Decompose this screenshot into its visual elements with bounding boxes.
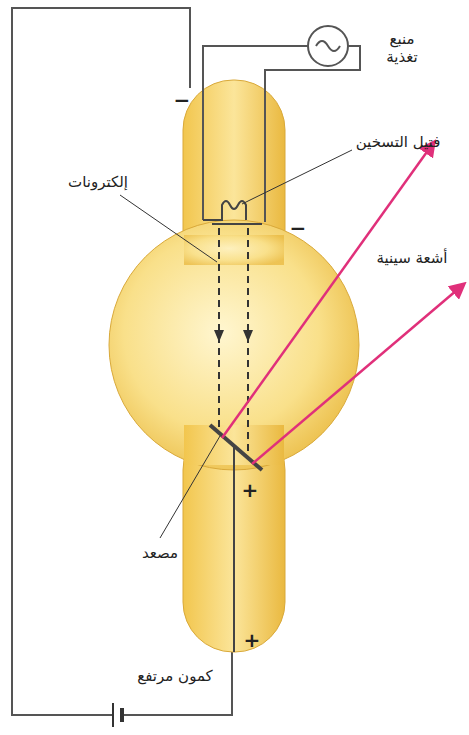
- filament: [203, 201, 262, 224]
- voltage-label: كمون مرتفع: [137, 667, 212, 685]
- anode-label: مصعد: [142, 544, 178, 562]
- xray-label: أشعة سينية: [377, 249, 448, 267]
- electron-arrow: [214, 330, 253, 342]
- polarity-sign: −: [174, 88, 191, 112]
- electrons-label: إلكترونات: [68, 173, 128, 191]
- supply-label: منبع تغذية: [372, 30, 432, 66]
- leader-line: [120, 150, 352, 538]
- glass-tube: [109, 80, 359, 652]
- anode: [210, 425, 262, 652]
- polarity-sign: +: [244, 628, 261, 652]
- polarity-sign: +: [242, 478, 259, 502]
- polarity-sign: −: [290, 216, 307, 240]
- x-ray: [222, 142, 464, 464]
- battery-symbol: [113, 703, 122, 727]
- filament-label: فتيل التسخين: [356, 133, 441, 151]
- ac-supply: [203, 26, 360, 222]
